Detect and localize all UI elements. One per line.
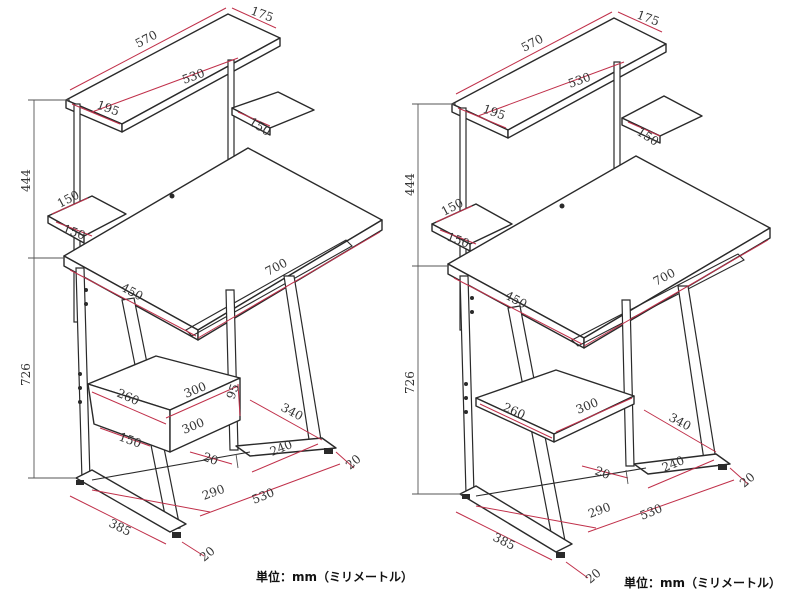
dim-label-290: 290: [586, 500, 612, 521]
screw-icon: [78, 372, 82, 376]
screw-icon: [78, 386, 82, 390]
unit-label: 単位：mm（ミリメートル）: [256, 570, 414, 584]
dim-label-175: 175: [249, 4, 275, 25]
screw-icon: [464, 410, 468, 414]
dim-label-240: 240: [660, 453, 686, 475]
dim-label-444: 444: [19, 169, 33, 192]
side-shelf-upper-edge: [231, 107, 271, 136]
desk-with-drawer: 570 175 530 195 150 150 150 444 700 450 …: [19, 4, 383, 565]
lower-shelf: [475, 369, 635, 435]
dim-label-95: 95: [224, 382, 242, 401]
dim-label-570: 570: [519, 32, 546, 55]
foot-back-left: [76, 480, 84, 485]
base-rail: [91, 451, 251, 481]
dim-label-340: 340: [667, 410, 694, 433]
dim-label-20: 20: [201, 450, 220, 468]
foot-front-right: [324, 448, 333, 454]
screw-icon: [78, 400, 82, 404]
foot-front-left: [556, 552, 565, 558]
base-left: [75, 469, 187, 533]
foot-front-left: [172, 532, 181, 538]
unit-label: 単位：mm（ミリメートル）: [624, 576, 782, 590]
dim-label-385: 385: [491, 530, 518, 553]
foot-back-left: [462, 494, 470, 499]
dim-label-20: 20: [343, 452, 364, 473]
keyboard-rail: [185, 239, 353, 337]
dim-label-530: 530: [250, 485, 276, 507]
screw-icon: [470, 296, 474, 300]
dim-label-20: 20: [583, 566, 604, 587]
foot-front-right: [718, 464, 727, 470]
top-shelf-side: [507, 43, 667, 139]
leg-back-right: [621, 299, 635, 467]
dim-label-385: 385: [107, 516, 134, 539]
screw-icon: [84, 288, 88, 292]
cable-hole-icon: [169, 193, 175, 199]
dim-label-340: 340: [279, 400, 306, 423]
desktop: [447, 155, 771, 339]
screw-icon: [84, 302, 88, 306]
hutch-post-right: [613, 61, 621, 175]
dim-label-570: 570: [133, 28, 160, 51]
dim-label-20: 20: [197, 544, 218, 565]
dimension-lines: [28, 7, 381, 557]
desktop: [63, 147, 383, 331]
screw-icon: [464, 382, 468, 386]
desk-without-drawer: 570 175 530 195 150 150 150 444 700 450 …: [403, 8, 771, 587]
base-right: [633, 453, 731, 475]
dim-label-20: 20: [737, 470, 758, 491]
keyboard-rail: [571, 253, 745, 347]
top-shelf-side: [121, 37, 281, 133]
cable-hole-icon: [559, 203, 565, 209]
leg-front-right: [677, 285, 717, 461]
dim-label-290: 290: [200, 482, 226, 503]
base-rail: [475, 467, 647, 497]
screw-icon: [470, 310, 474, 314]
dim-label-175: 175: [635, 8, 661, 29]
drawer-side: [169, 377, 241, 453]
base-left: [459, 485, 573, 553]
dim-label-726: 726: [19, 363, 33, 386]
side-shelf-upper: [231, 91, 315, 129]
dimension-lines: [412, 11, 769, 579]
dim-label-530: 530: [638, 501, 664, 523]
dim-label-726: 726: [403, 371, 417, 394]
screw-icon: [464, 396, 468, 400]
dim-label-444: 444: [403, 173, 417, 196]
leg-front-right: [283, 275, 323, 447]
dim-label-20: 20: [593, 464, 612, 482]
